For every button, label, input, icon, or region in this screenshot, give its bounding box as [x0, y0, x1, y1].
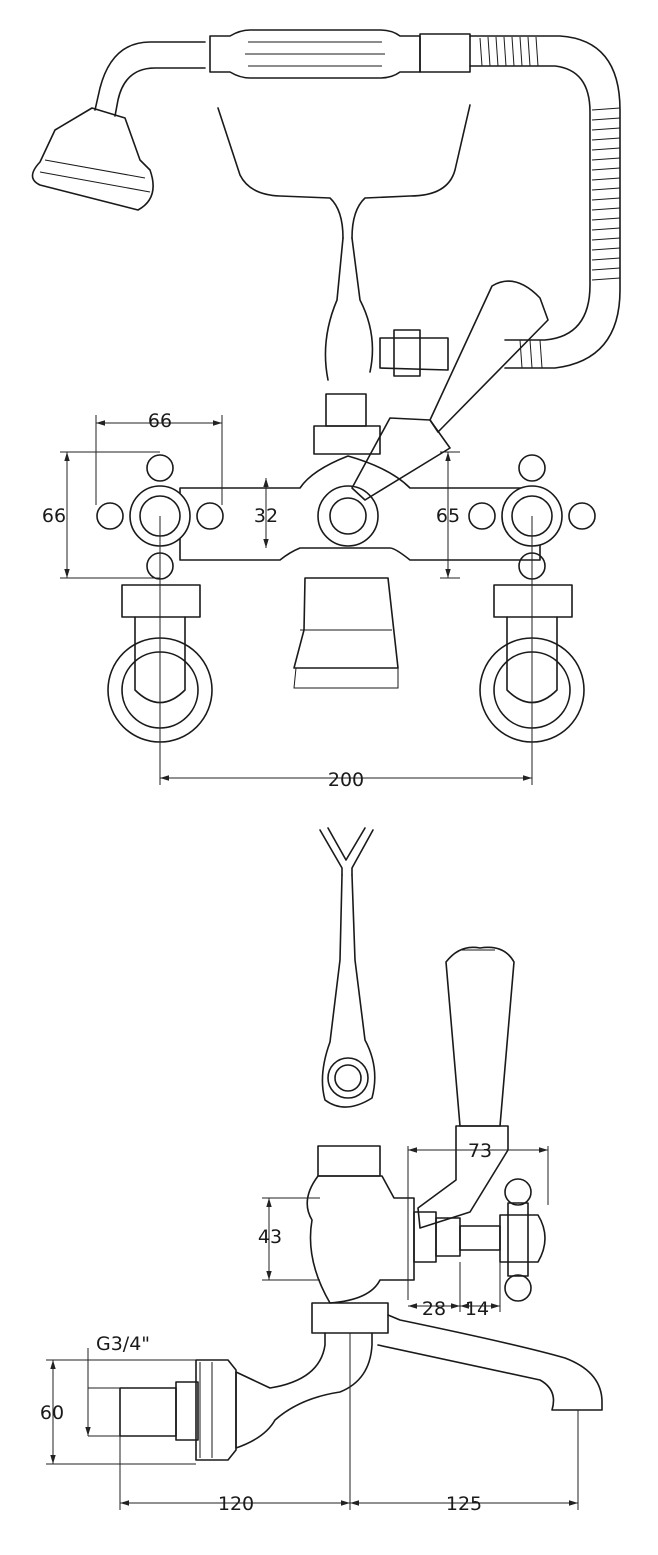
- side-spout: [119, 1314, 603, 1461]
- front-dimensions: [60, 415, 533, 785]
- dim-spout-height: 65: [436, 505, 460, 527]
- mixer-body: [179, 393, 541, 689]
- dim-outlet-depth: 28: [422, 1298, 446, 1320]
- shower-hose: [31, 29, 621, 369]
- dim-centres: 200: [328, 769, 364, 791]
- dim-body-height: 32: [254, 505, 278, 527]
- dim-handle-height: 66: [42, 505, 66, 527]
- side-cradle: [319, 827, 376, 1108]
- dim-inlet-height: 60: [40, 1402, 64, 1424]
- diverter-lever: [351, 280, 549, 501]
- dim-lever-reach: 73: [468, 1140, 492, 1162]
- dim-spout-projection: 125: [446, 1493, 482, 1515]
- dim-wall-to-centre: 120: [218, 1493, 254, 1515]
- front-view: 66 66 32 65 200: [31, 29, 621, 791]
- dim-side-body-height: 43: [258, 1226, 282, 1248]
- shower-cradle: [217, 104, 471, 381]
- side-body: [306, 1145, 546, 1334]
- side-dimensions: [46, 1146, 579, 1510]
- dim-thread: G3/4": [96, 1333, 150, 1355]
- dim-valve-depth: 14: [465, 1298, 489, 1320]
- dim-handle-width: 66: [148, 410, 172, 432]
- side-view: 73 43 28 14 G3/4" 60 120 125: [40, 827, 603, 1515]
- side-lever: [417, 946, 515, 1229]
